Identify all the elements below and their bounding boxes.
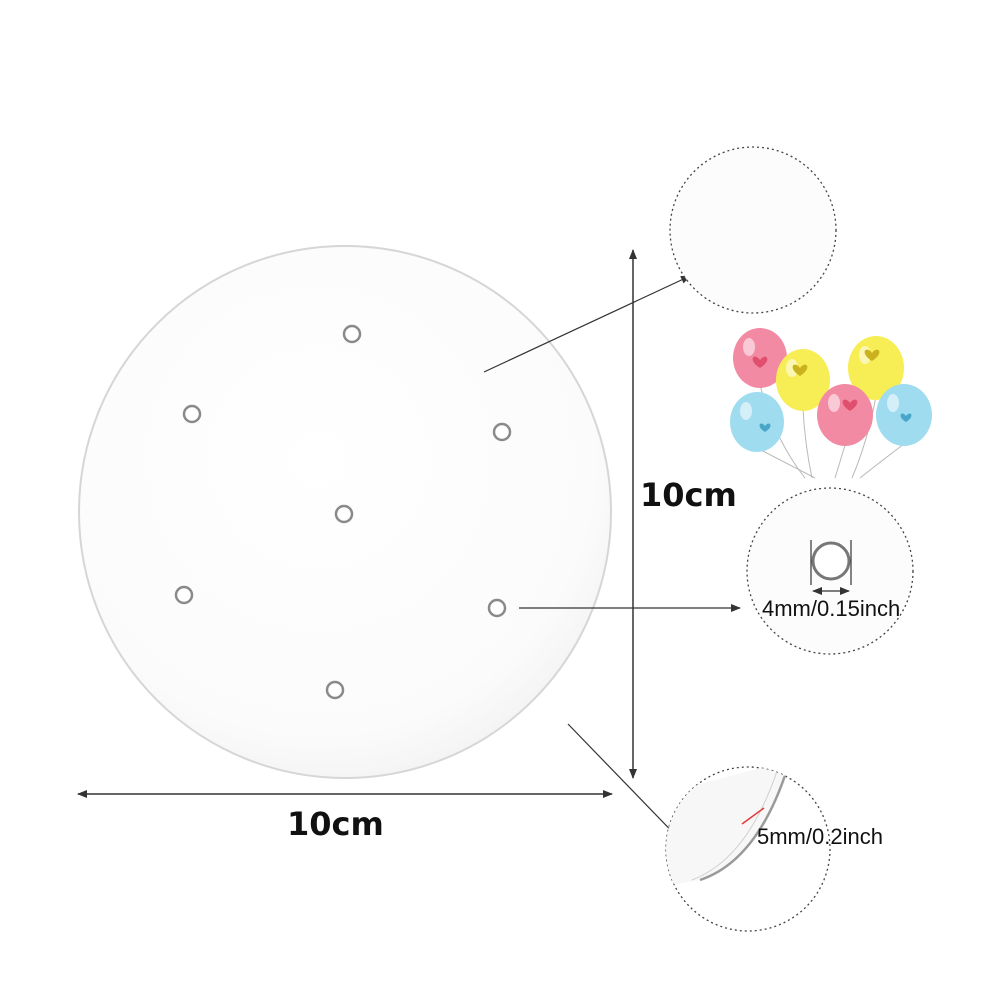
hole-top xyxy=(342,324,362,344)
thickness-label: 5mm/0.2inch xyxy=(757,824,883,849)
hole-size-label: 4mm/0.15inch xyxy=(762,596,900,621)
wooden-board xyxy=(78,245,612,779)
hole-lower-right xyxy=(487,598,507,618)
board-holes xyxy=(174,324,512,700)
hole-bottom xyxy=(325,680,345,700)
zoom-surface xyxy=(669,146,837,314)
width-label: 10cm xyxy=(287,805,384,843)
hole-upper-left xyxy=(182,404,202,424)
balloons-icon xyxy=(730,328,932,479)
heart-icon xyxy=(752,349,912,432)
pointer-surface xyxy=(483,275,691,373)
zoom-hole xyxy=(746,487,914,655)
height-label: 10cm xyxy=(640,476,737,514)
thickness-mark xyxy=(741,807,765,825)
hole-lower-left xyxy=(174,585,194,605)
pointer-edge xyxy=(567,723,689,849)
hole-upper-right xyxy=(492,422,512,442)
hole-center xyxy=(334,504,354,524)
